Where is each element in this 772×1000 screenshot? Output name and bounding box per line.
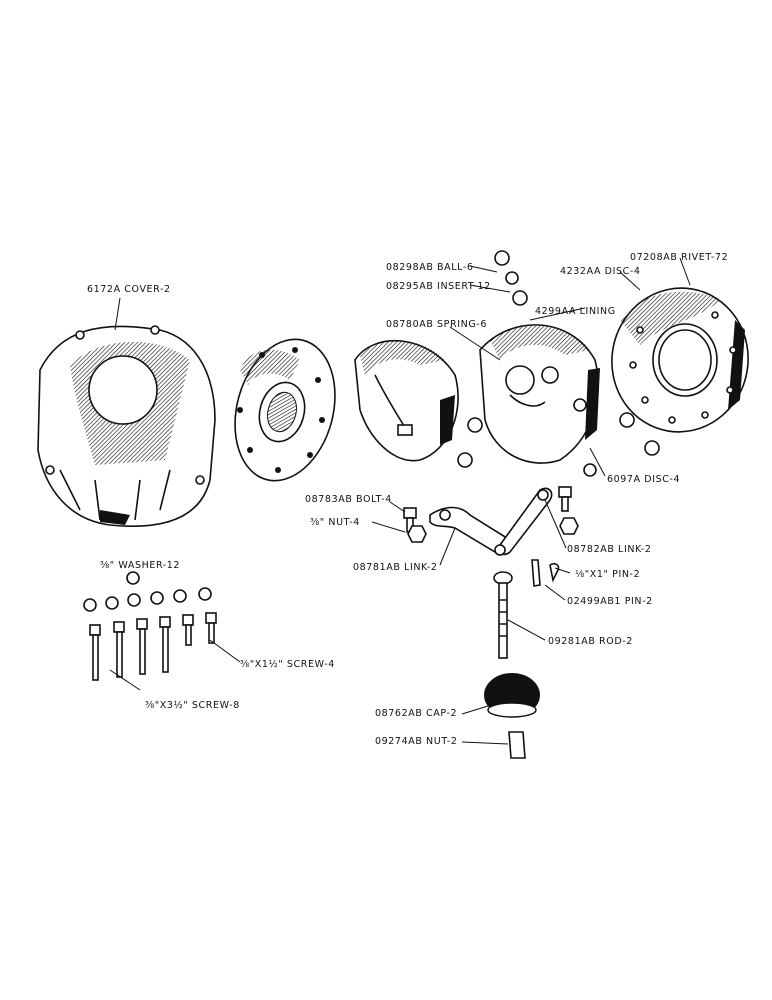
label-disc-4232: 4232AA DISC-4 bbox=[560, 266, 641, 277]
label-link-left: 08781AB LINK-2 bbox=[353, 562, 438, 573]
label-pin-small: ⅛"X1" PIN-2 bbox=[575, 569, 640, 580]
label-screw-4: ⅜"X1½" SCREW-4 bbox=[240, 659, 335, 670]
rod-part bbox=[493, 571, 513, 659]
bearing-disc-part bbox=[234, 338, 336, 482]
spring-disc-part bbox=[354, 339, 459, 462]
leader-lines bbox=[109, 257, 691, 745]
label-cap: 08762AB CAP-2 bbox=[375, 708, 457, 719]
label-lining: 4299AA LINING bbox=[535, 306, 616, 317]
links-part bbox=[429, 487, 553, 556]
bolt-part bbox=[403, 486, 579, 543]
balls-group bbox=[457, 250, 660, 477]
label-spring: 08780AB SPRING-6 bbox=[386, 319, 487, 330]
pins-part bbox=[531, 559, 560, 587]
label-link-right: 08782AB LINK-2 bbox=[567, 544, 652, 555]
label-cover: 6172A COVER-2 bbox=[87, 284, 171, 295]
label-pin-02499: 02499AB1 PIN-2 bbox=[567, 596, 653, 607]
label-screw-8: ⅜"X3½" SCREW-8 bbox=[145, 700, 240, 711]
actuating-disc-part bbox=[479, 324, 600, 464]
label-ball: 08298AB BALL-6 bbox=[386, 262, 474, 273]
nut-rod-part bbox=[508, 731, 526, 759]
label-washer: ⅜" WASHER-12 bbox=[100, 560, 180, 571]
cover-part bbox=[37, 325, 216, 527]
screws-group bbox=[89, 612, 217, 681]
cap-part bbox=[484, 673, 540, 718]
washers-group bbox=[83, 571, 212, 612]
friction-disc-part bbox=[611, 287, 749, 433]
label-insert: 08295AB INSERT-12 bbox=[386, 281, 491, 292]
part-labels: 6172A COVER-2 08298AB BALL-6 08295AB INS… bbox=[87, 252, 728, 747]
label-nut-2: 09274AB NUT-2 bbox=[375, 736, 458, 747]
label-nut-4: ⅜" NUT-4 bbox=[310, 517, 360, 528]
label-rod: 09281AB ROD-2 bbox=[548, 636, 633, 647]
label-rivet: 07208AB RIVET-72 bbox=[630, 252, 728, 263]
label-disc-6097: 6097A DISC-4 bbox=[607, 474, 680, 485]
label-bolt: 08783AB BOLT-4 bbox=[305, 494, 392, 505]
